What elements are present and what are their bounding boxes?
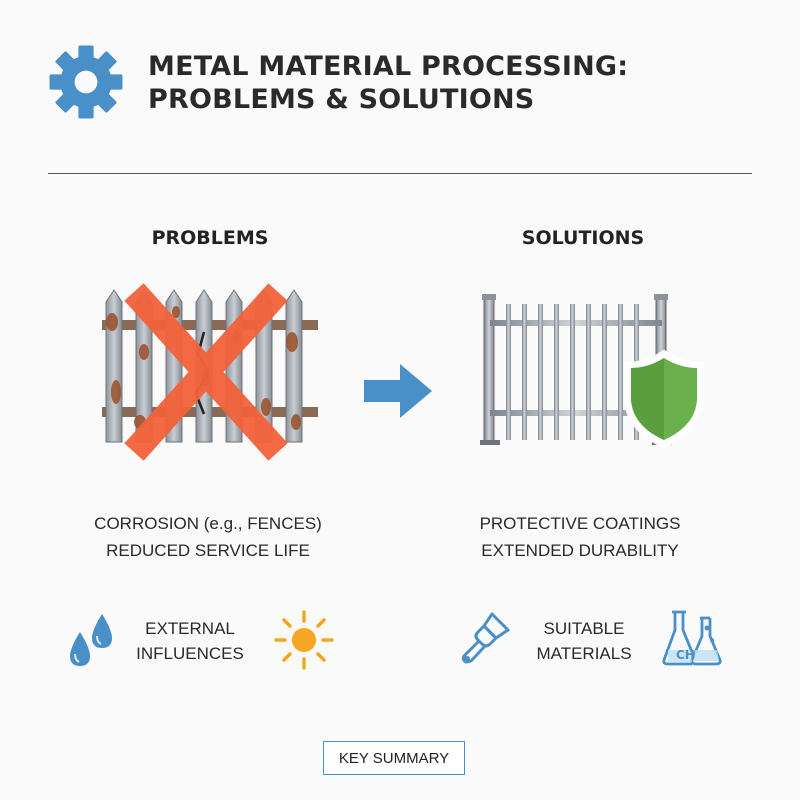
rusted-fence-illustration <box>102 283 318 461</box>
key-summary-button[interactable]: KEY SUMMARY <box>323 741 465 775</box>
key-summary-label: KEY SUMMARY <box>338 749 450 767</box>
materials-label-line-2: MATERIALS <box>536 644 632 663</box>
title-line-1: METAL MATERIAL PROCESSING: <box>148 51 629 82</box>
problem-service-life-text: REDUCED SERVICE LIFE <box>106 541 310 560</box>
solution-durability-text: EXTENDED DURABILITY <box>481 541 679 560</box>
problem-corrosion-text: CORROSION (e.g., FENCES) <box>94 514 322 533</box>
external-label-line-2: INFLUENCES <box>136 644 244 663</box>
suitable-materials-label: SUITABLE MATERIALS <box>524 616 644 666</box>
page-title: METAL MATERIAL PROCESSING: PROBLEMS & SO… <box>148 50 628 116</box>
problems-description: CORROSION (e.g., FENCES) REDUCED SERVICE… <box>58 510 358 564</box>
header-divider <box>48 173 752 174</box>
external-influences-label: EXTERNAL INFLUENCES <box>128 616 252 666</box>
protected-fence-illustration <box>480 294 704 449</box>
external-label-line-1: EXTERNAL <box>145 619 235 638</box>
paint-brush-icon <box>461 612 510 664</box>
sun-icon <box>274 610 334 670</box>
materials-label-line-1: SUITABLE <box>543 619 625 638</box>
gear-icon <box>49 45 123 119</box>
title-line-2: PROBLEMS & SOLUTIONS <box>148 84 535 115</box>
solutions-description: PROTECTIVE COATINGS EXTENDED DURABILITY <box>430 510 730 564</box>
chemistry-flasks-icon: CH <box>662 610 722 666</box>
flask-label-text: CH <box>676 648 695 662</box>
water-drops-icon <box>70 614 112 666</box>
solutions-heading: SOLUTIONS <box>521 227 645 249</box>
problems-heading: PROBLEMS <box>151 227 269 249</box>
arrow-right-icon <box>364 364 432 418</box>
solution-coatings-text: PROTECTIVE COATINGS <box>479 514 681 533</box>
